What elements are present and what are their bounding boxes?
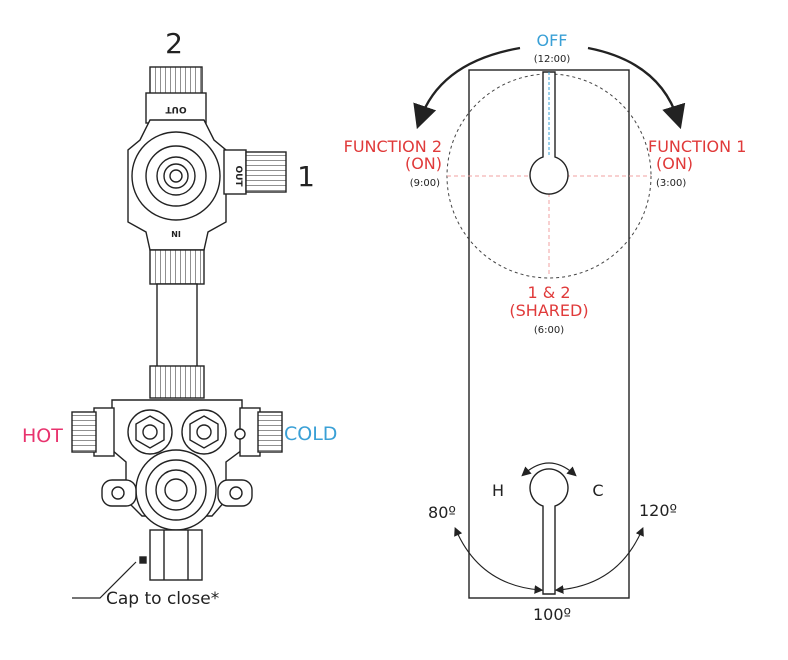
swing-arc-left: [454, 526, 544, 594]
cap-label: Cap to close*: [106, 589, 219, 609]
cold-inlet-thread: [257, 411, 283, 453]
out-label-top: OUT: [165, 104, 187, 114]
out-label-side: OUT: [233, 165, 243, 187]
cold-c-label: C: [592, 481, 603, 500]
off-label: OFF: [537, 31, 568, 50]
shared-label: 1 & 2: [527, 283, 570, 302]
diverter-valve: [71, 66, 287, 581]
function-2-time: (9:00): [410, 178, 440, 189]
riser-pipe: [156, 283, 198, 369]
hot-inlet-thread: [71, 411, 97, 453]
outlet-2-number: 2: [165, 27, 183, 60]
hot-h-label: H: [492, 481, 504, 500]
off-time: (12:00): [534, 54, 571, 65]
function-1-state: (ON): [656, 154, 693, 173]
in-label: IN: [171, 229, 181, 238]
angle-left-label: 80º: [428, 503, 456, 522]
angle-right-label: 120º: [639, 501, 677, 520]
shared-state: (SHARED): [509, 301, 588, 320]
cold-label: COLD: [284, 423, 337, 445]
outlet-2-thread: [149, 66, 203, 96]
faceplate: [413, 46, 686, 599]
hot-label: HOT: [22, 425, 63, 447]
shared-time: (6:00): [534, 325, 564, 336]
angle-bottom-label: 100º: [533, 605, 571, 624]
arrow-to-function-1: [587, 46, 686, 130]
function-2-state: (ON): [405, 154, 442, 173]
hc-rotation-arrow: [521, 462, 577, 477]
cap-leader-line: [72, 561, 137, 599]
function-1-time: (3:00): [656, 178, 686, 189]
function-2-label: FUNCTION 2: [344, 137, 442, 156]
swing-arc-right: [554, 526, 644, 594]
function-1-label: FUNCTION 1: [648, 137, 746, 156]
arrow-to-function-2: [413, 46, 521, 130]
outlet-1-thread: [245, 151, 287, 193]
outlet-1-number: 1: [297, 160, 315, 193]
cap: [149, 529, 203, 581]
